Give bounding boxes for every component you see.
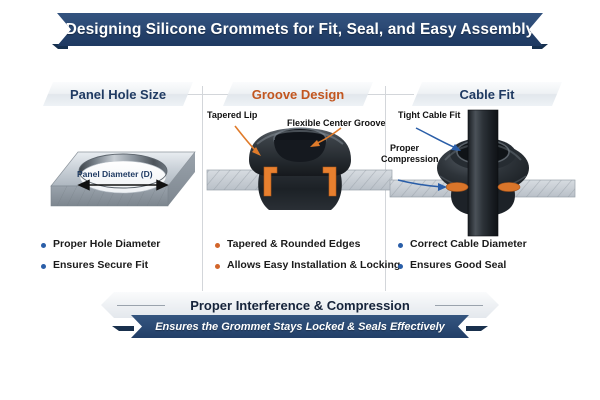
bullet-dot-icon [398,243,403,248]
footer-headline: Proper Interference & Compression [190,297,410,313]
bullet-list-groove-design: Tapered & Rounded Edges Allows Easy Inst… [215,238,400,280]
column-header-label: Panel Hole Size [69,86,167,102]
list-item-label: Correct Cable Diameter [410,238,527,250]
list-item-label: Ensures Good Seal [410,258,507,271]
grommet-cross-section-svg [206,125,393,210]
page-title: Designing Silicone Grommets for Fit, Sea… [65,20,535,38]
list-item: Tapered & Rounded Edges [215,238,395,251]
list-item: Allows Easy Installation & Locking [215,259,400,272]
column-header-label: Groove Design [251,86,345,102]
bullet-list-panel-hole-size: Proper Hole Diameter Ensures Secure Fit [41,238,221,280]
column-header-label: Cable Fit [459,86,515,102]
column-groove-design: Groove Design [201,76,400,291]
list-item: Proper Hole Diameter [41,238,221,251]
ribbon-rule-left-3 [384,94,414,95]
column-header-cable-fit: Cable Fit [412,82,562,106]
panel-hole-svg [50,151,196,207]
ribbon-rule-right-2 [365,94,399,95]
artwork-grommet-cross-section: Tapered Lip Flexible Center Groove [206,110,393,236]
bullet-dot-icon [41,243,46,248]
cable-fit-svg [389,109,576,237]
list-item-label: Proper Hole Diameter [53,238,161,250]
ribbon-rule-left-2 [201,94,225,95]
bullet-list-cable-fit: Correct Cable Diameter Ensures Good Seal [398,238,578,280]
footer-banner-tail-left [112,326,134,331]
footer-banner-tail-right [466,326,488,331]
list-item: Ensures Secure Fit [41,258,221,272]
annotation-panel-diameter: Panel Diameter (D) [77,169,153,179]
annotation-tapered-lip: Tapered Lip [207,110,258,120]
annotation-compression: Compression [381,154,439,164]
column-cable-fit: Cable Fit [381,76,578,291]
annotation-flexible-center-groove: Flexible Center Groove [287,118,386,128]
footer-subline: Ensures the Grommet Stays Locked & Seals… [155,320,445,333]
bullet-dot-icon [215,263,220,269]
annotation-tight-cable-fit: Tight Cable Fit [398,110,461,120]
list-item-label: Tapered & Rounded Edges [227,238,361,250]
column-divider-1 [202,86,203,291]
column-panel-hole-size: Panel Hole Size [33,76,231,291]
bullet-dot-icon [215,243,220,248]
artwork-grommet-with-cable: Tight Cable Fit Proper Compression [381,109,576,237]
footer-rule-right [435,305,483,306]
list-item-label: Ensures Secure Fit [53,258,149,271]
artwork-panel-with-hole: Panel Diameter (D) [33,110,218,236]
annotation-proper: Proper [390,143,420,153]
column-header-panel-hole-size: Panel Hole Size [43,82,193,106]
bullet-dot-icon [41,263,46,269]
footer-subline-ribbon: Ensures the Grommet Stays Locked & Seals… [131,315,469,338]
footer-headline-ribbon: Proper Interference & Compression [101,292,499,318]
columns-region: Panel Hole Size [0,76,600,291]
column-header-groove-design: Groove Design [223,82,373,106]
list-item: Ensures Good Seal [398,258,578,272]
title-banner: Designing Silicone Grommets for Fit, Sea… [57,13,543,46]
list-item: Correct Cable Diameter [398,238,578,251]
footer-banner: Proper Interference & Compression Ensure… [0,292,600,344]
bullet-dot-icon [398,263,403,269]
footer-rule-left [117,305,165,306]
list-item-label: Allows Easy Installation & Locking [227,258,401,271]
